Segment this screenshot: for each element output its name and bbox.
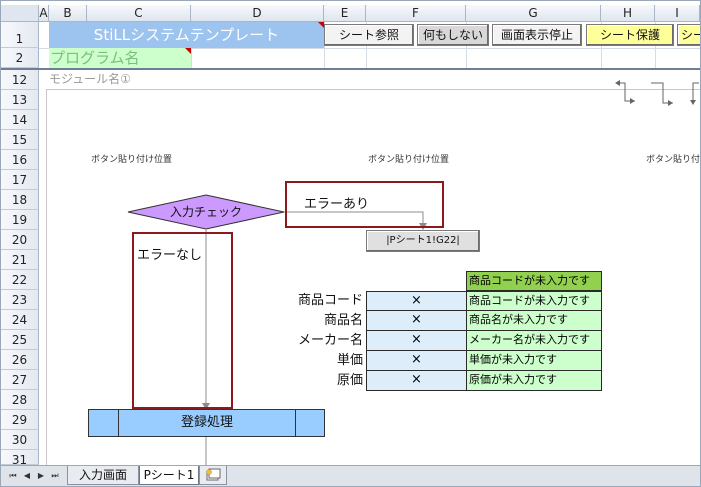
- row-header-13[interactable]: 13: [1, 90, 39, 110]
- message-cell: 原価が未入力です: [466, 371, 602, 391]
- insert-sheet-tab[interactable]: [199, 466, 227, 485]
- sheet-tab-psheet1[interactable]: Pシート1: [139, 466, 199, 485]
- row-header-1[interactable]: 1: [1, 22, 39, 48]
- button-position-label-3: ボタン貼り付け位置: [646, 155, 701, 165]
- module-frame: [46, 89, 700, 469]
- error-yes-box: [285, 181, 444, 228]
- input-check-label: 入力チェック: [169, 205, 242, 219]
- message-cell: 商品コードが未入力です: [466, 291, 602, 311]
- check-mark-cell: ×: [366, 371, 467, 391]
- check-mark-cell: ×: [366, 311, 467, 331]
- row-header-23[interactable]: 23: [1, 290, 39, 310]
- row-header-18[interactable]: 18: [1, 190, 39, 210]
- next-sheet-icon[interactable]: ▶: [37, 471, 45, 480]
- field-label-product-name: 商品名: [323, 313, 363, 328]
- grid-line: [39, 48, 700, 49]
- select-all-corner[interactable]: [1, 5, 39, 22]
- field-label-cost-price: 原価: [336, 373, 363, 388]
- register-process-box[interactable]: [88, 409, 325, 437]
- stop-screen-update-button[interactable]: 画面表示停止: [492, 24, 582, 46]
- comment-indicator: [185, 48, 191, 54]
- field-label-product-code: 商品コード: [297, 293, 363, 308]
- check-mark-cell: ×: [366, 331, 467, 351]
- column-header-a[interactable]: A: [39, 5, 49, 22]
- first-sheet-icon[interactable]: ⏮: [9, 471, 17, 480]
- comment-indicator: [318, 22, 324, 28]
- sheet-protect-button[interactable]: シート保護: [586, 24, 674, 46]
- input-check-diamond[interactable]: [126, 194, 286, 230]
- column-header-g[interactable]: G: [466, 5, 601, 22]
- row-header-2[interactable]: 2: [1, 48, 39, 68]
- row-header-24[interactable]: 24: [1, 310, 39, 330]
- register-process-divider: [295, 409, 296, 437]
- row-header-19[interactable]: 19: [1, 210, 39, 230]
- column-header-b[interactable]: B: [49, 5, 87, 22]
- register-process-divider: [118, 409, 119, 437]
- column-header-d[interactable]: D: [191, 5, 324, 22]
- sheet-unprotect-button[interactable]: シート: [677, 24, 700, 46]
- column-header-f[interactable]: F: [366, 5, 466, 22]
- row-header-15[interactable]: 15: [1, 130, 39, 150]
- row-header-27[interactable]: 27: [1, 370, 39, 390]
- row-header-26[interactable]: 26: [1, 350, 39, 370]
- flow-connector-icons: [615, 80, 699, 106]
- row-header-28[interactable]: 28: [1, 390, 39, 410]
- sheet-ref-button[interactable]: シート参照: [324, 24, 414, 46]
- row-header-16[interactable]: 16: [1, 150, 39, 170]
- row-header-30[interactable]: 30: [1, 430, 39, 450]
- row-header-25[interactable]: 25: [1, 330, 39, 350]
- prev-sheet-icon[interactable]: ◀: [23, 471, 31, 480]
- do-nothing-button[interactable]: 何もしない: [417, 24, 489, 46]
- sheet-tab-bar: ⏮ ◀ ▶ ⏭ 入力画面 Pシート1: [1, 465, 700, 486]
- button-position-label-2: ボタン貼り付け位置: [368, 155, 450, 165]
- check-mark-cell: ×: [366, 351, 467, 371]
- sheet-tab-input-screen[interactable]: 入力画面: [67, 466, 139, 485]
- insert-sheet-icon: [206, 468, 221, 481]
- register-process-label: 登録処理: [180, 415, 233, 430]
- message-header-cell: 商品コードが未入力です: [466, 271, 602, 291]
- message-cell: 商品名が未入力です: [466, 311, 602, 331]
- last-sheet-icon[interactable]: ⏭: [51, 471, 59, 480]
- row-header-22[interactable]: 22: [1, 270, 39, 290]
- row-header-12[interactable]: 12: [1, 70, 39, 90]
- row-header-29[interactable]: 29: [1, 410, 39, 430]
- module-name-label: モジュール名①: [49, 72, 131, 86]
- message-cell: 単価が未入力です: [466, 351, 602, 371]
- field-label-maker-name: メーカー名: [297, 333, 363, 348]
- message-cell: メーカー名が未入力です: [466, 331, 602, 351]
- column-header-e[interactable]: E: [324, 5, 366, 22]
- row-header-21[interactable]: 21: [1, 250, 39, 270]
- row-header-31[interactable]: 31: [1, 450, 39, 467]
- freeze-pane-line: [1, 68, 700, 70]
- program-name: プログラム名: [49, 48, 191, 68]
- goto-sheet-button[interactable]: |Pシート1!G22|: [366, 230, 480, 252]
- check-mark-cell: ×: [366, 291, 467, 311]
- column-header-i[interactable]: I: [655, 5, 700, 22]
- row-header-17[interactable]: 17: [1, 170, 39, 190]
- column-header-c[interactable]: C: [87, 5, 191, 22]
- error-no-label: エラーなし: [137, 248, 203, 263]
- app-title: StiLLシステムテンプレート: [49, 22, 324, 48]
- error-yes-label: エラーあり: [304, 197, 370, 212]
- field-label-unit-price: 単価: [336, 353, 363, 368]
- column-header-h[interactable]: H: [601, 5, 655, 22]
- button-position-label-1: ボタン貼り付け位置: [91, 155, 173, 165]
- row-header-20[interactable]: 20: [1, 230, 39, 250]
- row-header-14[interactable]: 14: [1, 110, 39, 130]
- error-no-box: [132, 232, 233, 409]
